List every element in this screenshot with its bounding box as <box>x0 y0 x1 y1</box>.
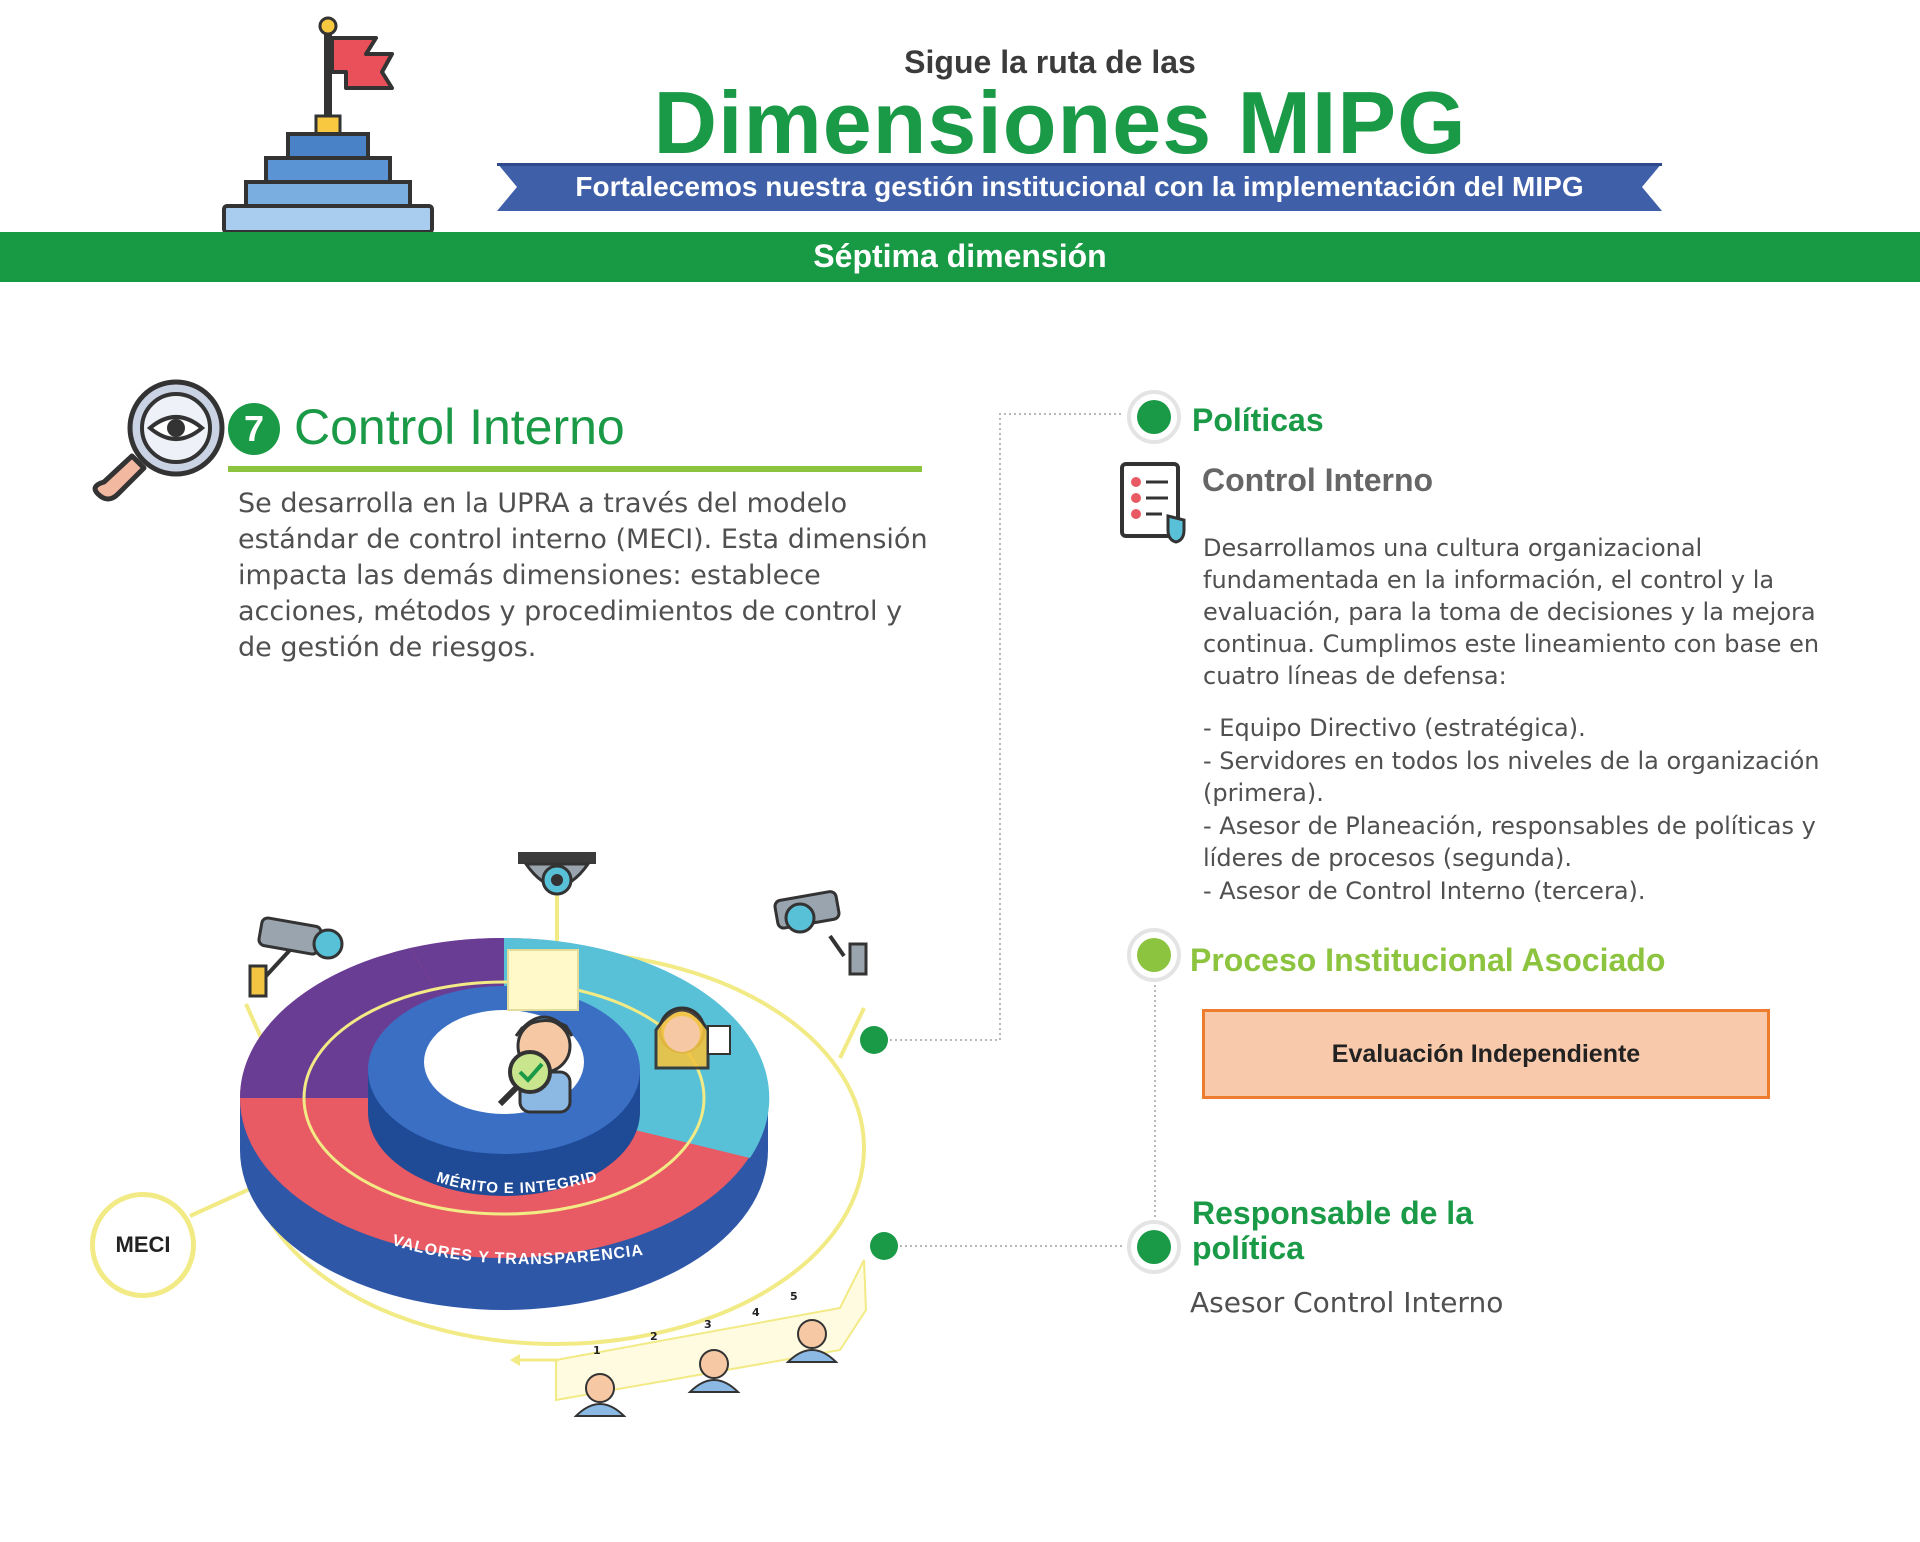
politicas-lines: - Equipo Directivo (estratégica). - Serv… <box>1203 712 1863 907</box>
meci-diagram: MÉRITO E INTEGRIDAD VALORES Y TRANSPAREN… <box>60 840 868 1417</box>
section-bar <box>0 232 1920 282</box>
responsable-heading: Responsable de la política <box>1192 1195 1473 1266</box>
line-item: - Equipo Directivo (estratégica). <box>1203 714 1586 742</box>
politicas-title: Control Interno <box>1202 462 1434 498</box>
person-icon <box>785 1319 839 1363</box>
dimension-description: Se desarrolla en la UPRA a través del mo… <box>238 488 928 663</box>
person-icon <box>573 1373 627 1417</box>
responsable-bullet <box>1127 1220 1181 1274</box>
header-ribbon-text: Fortalecemos nuestra gestión institucion… <box>575 171 1584 202</box>
dome-camera-icon <box>518 852 596 896</box>
header-supertitle: Sigue la ruta de las <box>904 44 1196 80</box>
politicas-bullet <box>1127 390 1181 444</box>
security-camera-left-icon <box>248 916 344 998</box>
step-label: 3 <box>704 1318 712 1331</box>
proceso-bullet <box>1127 928 1181 982</box>
line-item: - Servidores en todos los niveles de la … <box>1203 746 1820 808</box>
step-label: 5 <box>790 1290 798 1303</box>
header-title: Dimensiones MIPG <box>653 73 1467 172</box>
right-timeline-line <box>1154 980 1156 1220</box>
security-camera-right-icon <box>773 890 868 976</box>
proceso-box: Evaluación Independiente <box>1202 1009 1770 1099</box>
dimension-underline <box>228 466 922 472</box>
meci-badge: MECI <box>90 1192 196 1298</box>
line-item: - Asesor de Control Interno (tercera). <box>1203 876 1646 905</box>
politicas-heading: Políticas <box>1192 402 1324 438</box>
politicas-description: Desarrollamos una cultura organizacional… <box>1203 534 1820 690</box>
step-label: 2 <box>650 1330 658 1343</box>
line-item: - Asesor de Planeación, responsables de … <box>1203 811 1816 873</box>
checklist-shield-icon <box>1120 462 1186 544</box>
step-label: 4 <box>752 1306 760 1319</box>
connector-lines <box>860 413 1124 1260</box>
dimension-title: Control Interno <box>294 399 625 455</box>
magnifier-eye-icon <box>92 379 225 502</box>
proceso-heading: Proceso Institucional Asociado <box>1190 942 1666 978</box>
section-bar-label: Séptima dimensión <box>813 238 1107 274</box>
responsable-name: Asesor Control Interno <box>1190 1286 1504 1319</box>
person-icon <box>687 1349 741 1393</box>
header-ribbon <box>497 163 1662 211</box>
step-label: 1 <box>593 1344 601 1357</box>
dimension-number: 7 <box>228 403 280 455</box>
